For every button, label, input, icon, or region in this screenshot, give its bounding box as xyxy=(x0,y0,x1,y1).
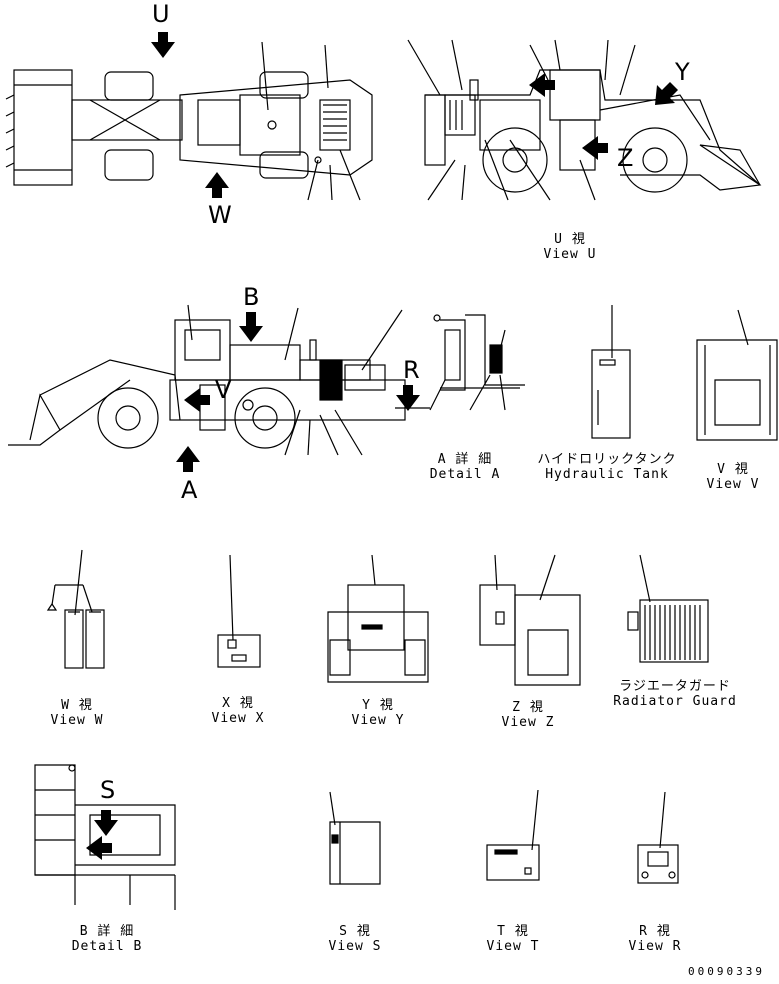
view-w-jp: W 視 xyxy=(61,698,93,713)
arrow-letter-y: Y xyxy=(675,58,690,86)
detail-b-drawing xyxy=(34,764,176,910)
view-s-caption: S 視 View S xyxy=(320,924,390,954)
view-s-jp: S 視 xyxy=(339,924,371,939)
view-t-jp: T 視 xyxy=(497,924,529,939)
detail-a-en: Detail A xyxy=(429,467,501,482)
view-x-jp: X 視 xyxy=(222,696,254,711)
view-w-en: View W xyxy=(50,713,104,728)
view-s-en: View S xyxy=(328,939,382,954)
view-y-en: View Y xyxy=(351,713,405,728)
view-v-jp: V 視 xyxy=(717,462,749,477)
side-view-left-machine xyxy=(8,304,430,456)
hydraulic-tank-caption: ハイドロリックタンク Hydraulic Tank xyxy=(532,452,682,482)
arrow-letter-r: R xyxy=(403,356,420,384)
view-u-caption: U 視 View U xyxy=(530,232,610,262)
radiator-guard-drawing xyxy=(627,554,709,663)
view-r-caption: R 視 View R xyxy=(620,924,690,954)
view-u-en: View U xyxy=(543,247,597,262)
arrow-letter-z: Z xyxy=(617,144,634,172)
arrow-letter-v: V xyxy=(215,376,232,404)
view-w-caption: W 視 View W xyxy=(42,698,112,728)
view-t-en: View T xyxy=(486,939,540,954)
detail-a-jp: A 詳 細 xyxy=(437,452,493,467)
view-v-en: View V xyxy=(706,477,760,492)
detail-b-en: Detail B xyxy=(71,939,143,954)
side-view-right-machine xyxy=(407,39,762,201)
view-s-drawing xyxy=(329,791,381,885)
detail-a-caption: A 詳 細 Detail A xyxy=(420,452,510,482)
view-v-drawing xyxy=(696,309,778,441)
view-y-drawing xyxy=(327,554,429,683)
arrow-letter-b: B xyxy=(243,283,260,311)
view-r-en: View R xyxy=(628,939,682,954)
view-z-jp: Z 視 xyxy=(512,700,544,715)
view-w-drawing xyxy=(46,549,105,669)
view-z-drawing xyxy=(479,554,581,686)
view-t-drawing xyxy=(486,789,540,881)
hydraulic-tank-drawing xyxy=(591,305,631,439)
view-r-jp: R 視 xyxy=(639,924,671,939)
view-y-caption: Y 視 View Y xyxy=(343,698,413,728)
arrow-letter-u: U xyxy=(152,0,170,28)
arrow-letter-s: S xyxy=(100,776,116,804)
hydraulic-tank-en: Hydraulic Tank xyxy=(545,467,669,482)
detail-b-caption: B 詳 細 Detail B xyxy=(62,924,152,954)
view-z-caption: Z 視 View Z xyxy=(493,700,563,730)
arrow-letter-a: A xyxy=(181,476,198,504)
view-u-jp: U 視 xyxy=(554,232,586,247)
radiator-guard-jp: ラジエータガード xyxy=(619,679,731,694)
view-v-caption: V 視 View V xyxy=(698,462,768,492)
view-r-drawing xyxy=(637,791,679,884)
detail-a-drawing xyxy=(429,314,525,411)
view-x-en: View X xyxy=(211,711,265,726)
hydraulic-tank-jp: ハイドロリックタンク xyxy=(537,452,677,467)
top-view-machine xyxy=(5,41,373,201)
detail-b-jp: B 詳 細 xyxy=(79,924,135,939)
arrow-letter-w: W xyxy=(208,201,232,229)
view-y-jp: Y 視 xyxy=(362,698,394,713)
view-z-en: View Z xyxy=(501,715,555,730)
view-x-caption: X 視 View X xyxy=(203,696,273,726)
radiator-guard-caption: ラジエータガード Radiator Guard xyxy=(600,679,750,709)
radiator-guard-en: Radiator Guard xyxy=(613,694,737,709)
view-x-drawing xyxy=(217,554,261,668)
drawing-code: 00090339 xyxy=(688,965,765,978)
view-t-caption: T 視 View T xyxy=(478,924,548,954)
